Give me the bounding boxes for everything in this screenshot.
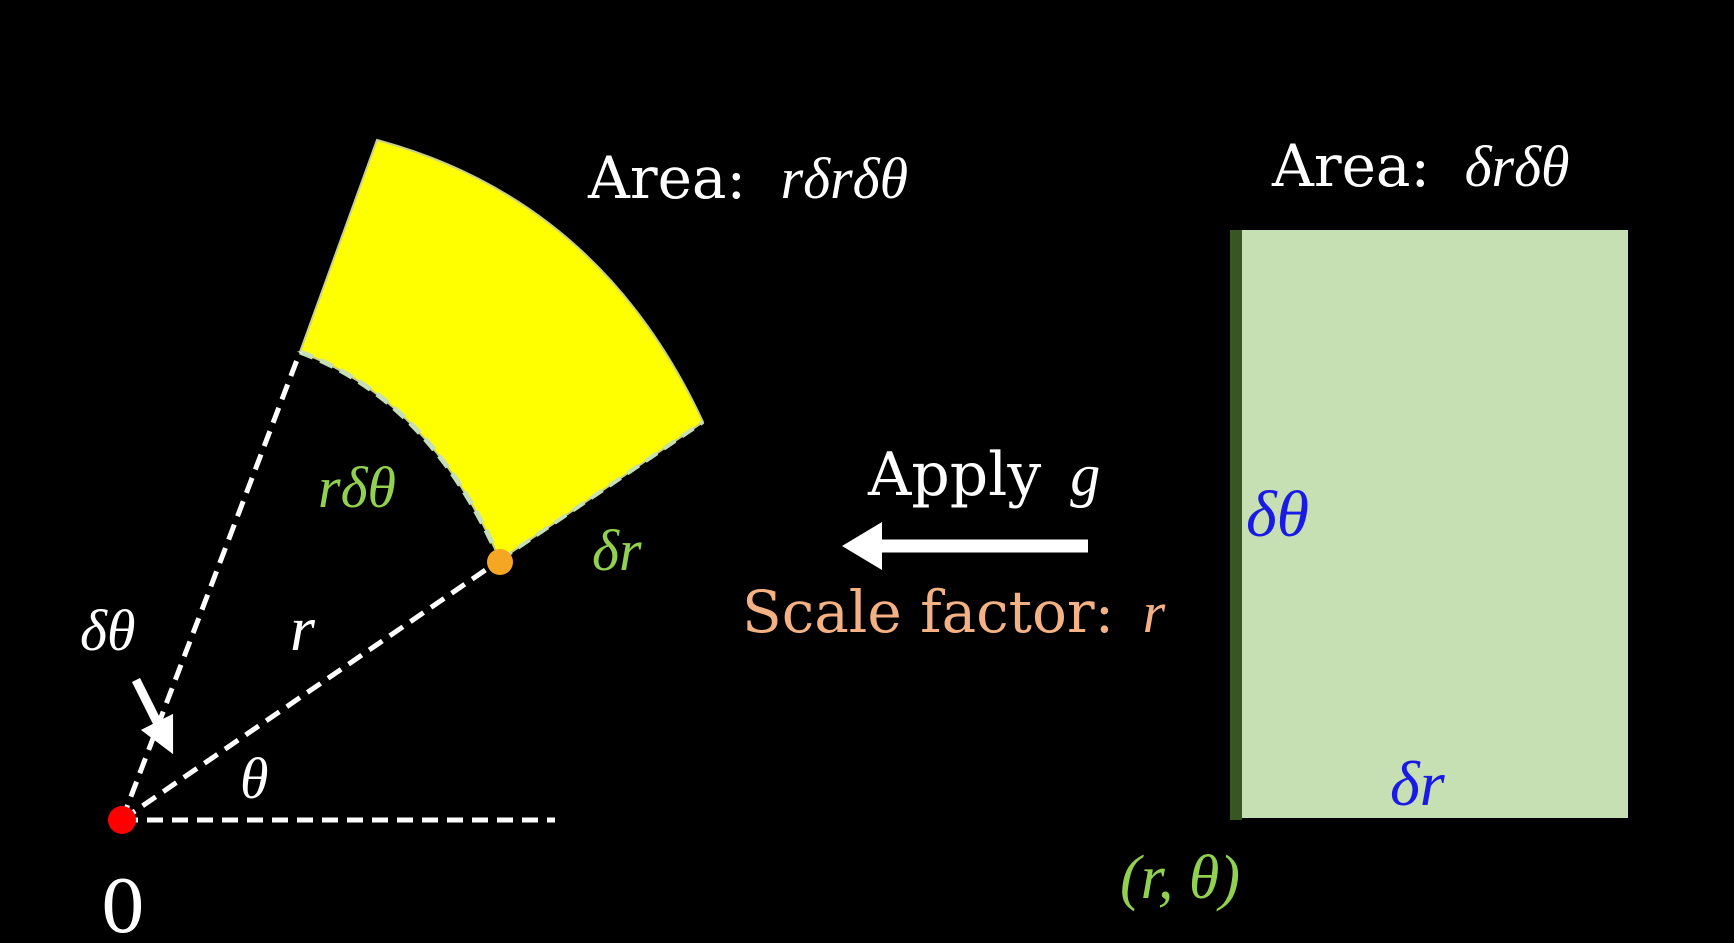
ray-lower-r bbox=[120, 557, 502, 823]
origin-point bbox=[108, 806, 136, 834]
transform-arrow bbox=[842, 522, 1088, 570]
small-angle-arrow bbox=[131, 677, 174, 755]
radial-increment-label: δr bbox=[592, 518, 642, 583]
sample-point bbox=[487, 549, 513, 575]
rect-area-region bbox=[1230, 230, 1628, 818]
apply-transform-label: Apply g bbox=[867, 440, 1100, 510]
radius-label: r bbox=[290, 593, 316, 664]
rect-corner-label: (r, θ) bbox=[1120, 844, 1240, 912]
angle-theta-label: θ bbox=[240, 746, 269, 811]
rect-height-label: δθ bbox=[1246, 478, 1309, 551]
rect-width-label: δr bbox=[1390, 748, 1446, 819]
inner-arc-edge bbox=[299, 349, 503, 562]
small-angle-label: δθ bbox=[80, 598, 135, 663]
polar-sector-group bbox=[298, 138, 705, 562]
origin-label: 0 bbox=[100, 865, 146, 943]
rect-left-edge bbox=[1230, 230, 1242, 820]
polar-area-sector bbox=[298, 138, 705, 562]
ray-upper bbox=[119, 351, 303, 821]
right-area-label: Area: δrδθ bbox=[1271, 132, 1570, 200]
arc-length-label: rδθ bbox=[318, 455, 396, 520]
scale-factor-label: Scale factor: r bbox=[742, 578, 1166, 646]
radial-edge-dr bbox=[498, 420, 705, 562]
left-area-label: Area: rδrδθ bbox=[587, 144, 908, 212]
